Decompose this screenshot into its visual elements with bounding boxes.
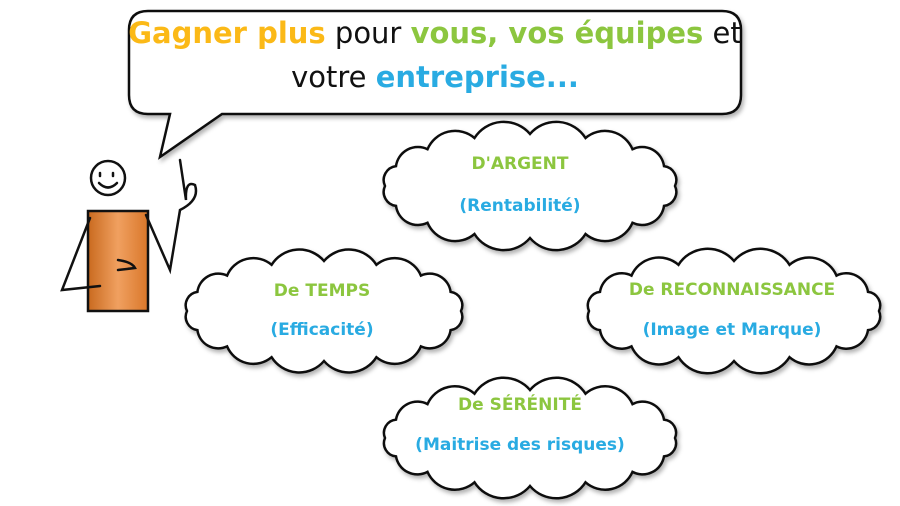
cloud-reconnaissance-subtitle: (Image et Marque) — [642, 320, 822, 340]
cloud-reconnaissance-shape — [586, 247, 882, 375]
speech-bubble — [127, 9, 743, 160]
headline-line-1: Gagner plus pour vous, vos équipes et — [128, 16, 742, 50]
cloud-temps-subtitle: (Efficacité) — [270, 320, 374, 340]
cloud-temps-title: De TEMPS — [273, 281, 371, 301]
cloud-serenite-title: De SÉRÉNITÉ — [458, 395, 582, 415]
cloud-reconnaissance-title: De RECONNAISSANCE — [628, 280, 836, 300]
cloud-temps-shape — [184, 248, 464, 374]
cloud-argent-shape — [382, 120, 678, 252]
cloud-argent-subtitle: (Rentabilité) — [459, 196, 581, 216]
clouds — [184, 120, 882, 500]
headline-et: et — [703, 16, 742, 50]
cloud-serenite-shape — [382, 376, 678, 500]
cloud-serenite-subtitle: (Maitrise des risques) — [415, 435, 625, 455]
headline-line-2: votre entreprise... — [128, 60, 742, 94]
headline-votre: votre — [291, 60, 376, 94]
headline-entreprise: entreprise... — [375, 60, 579, 94]
headline-gagner-plus: Gagner plus — [128, 16, 326, 50]
cloud-argent-title: D'ARGENT — [471, 154, 569, 174]
headline-pour: pour — [325, 16, 411, 50]
headline-vous-equipes: vous, vos équipes — [410, 16, 704, 50]
stick-figure — [60, 158, 198, 313]
